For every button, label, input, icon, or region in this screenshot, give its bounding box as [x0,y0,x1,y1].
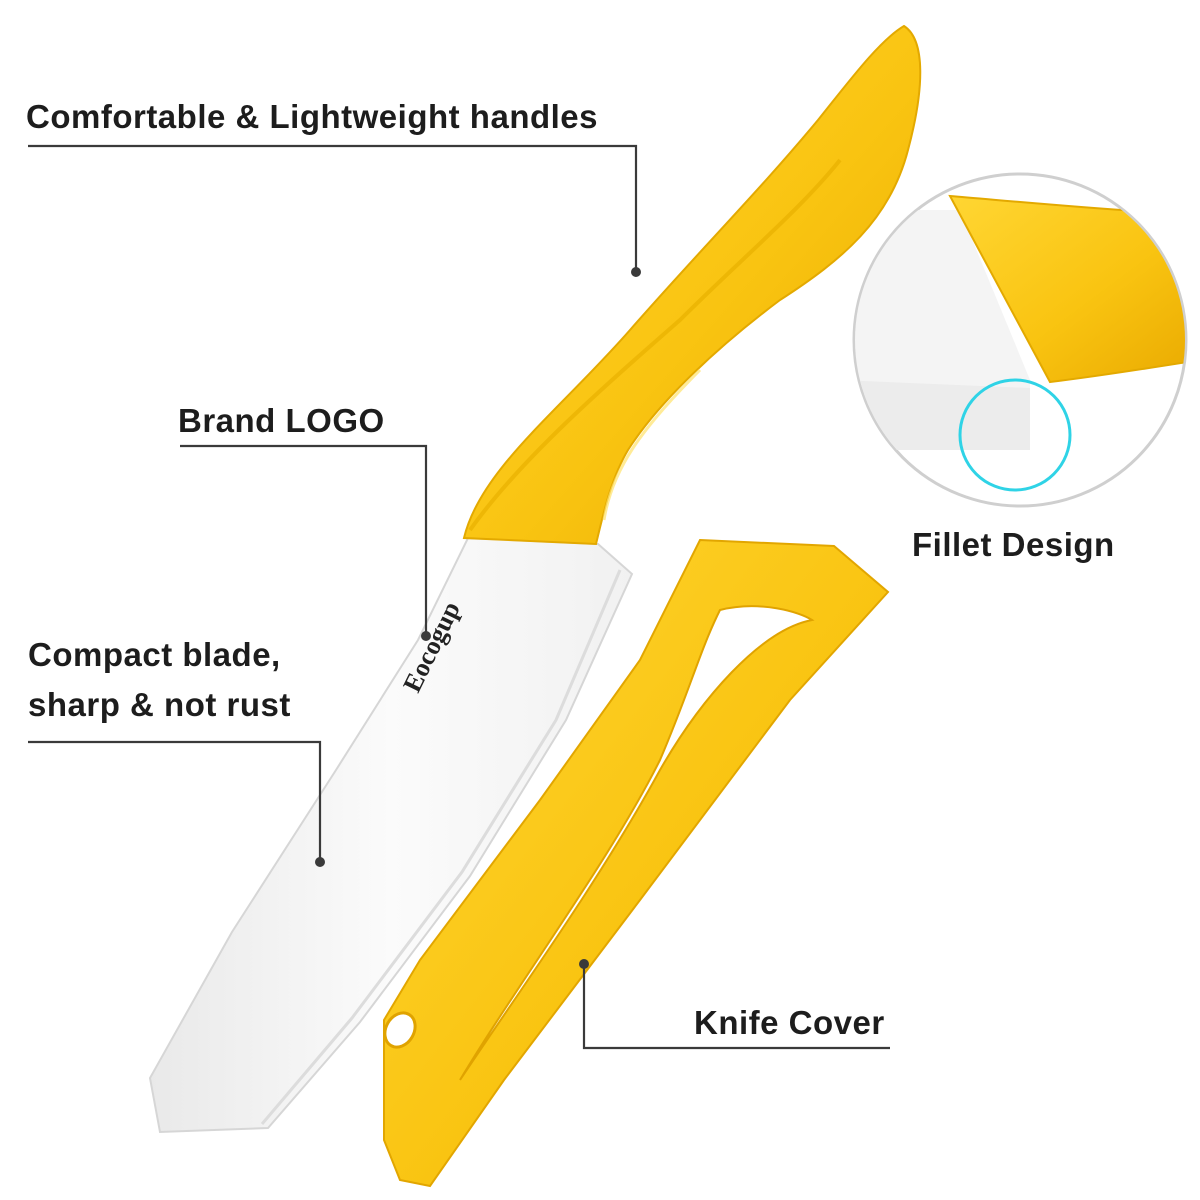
label-handles: Comfortable & Lightweight handles [26,98,599,135]
label-fillet-design: Fillet Design [912,526,1115,563]
label-brand-logo: Brand LOGO [178,402,385,439]
label-blade: Compact blade, sharp & not rust [28,630,291,729]
fillet-highlight-circle [958,378,1072,492]
label-blade-line1: Compact blade, [28,636,281,673]
label-knife-cover: Knife Cover [694,1004,885,1041]
fillet-zoom-circle [852,172,1188,508]
label-blade-line2: sharp & not rust [28,685,291,723]
leader-cover [579,959,890,1050]
leader-logo [180,444,431,641]
leader-blade [28,740,325,867]
leader-handles [28,144,641,277]
knife-handle [462,24,922,546]
knife-cover [383,538,890,1188]
